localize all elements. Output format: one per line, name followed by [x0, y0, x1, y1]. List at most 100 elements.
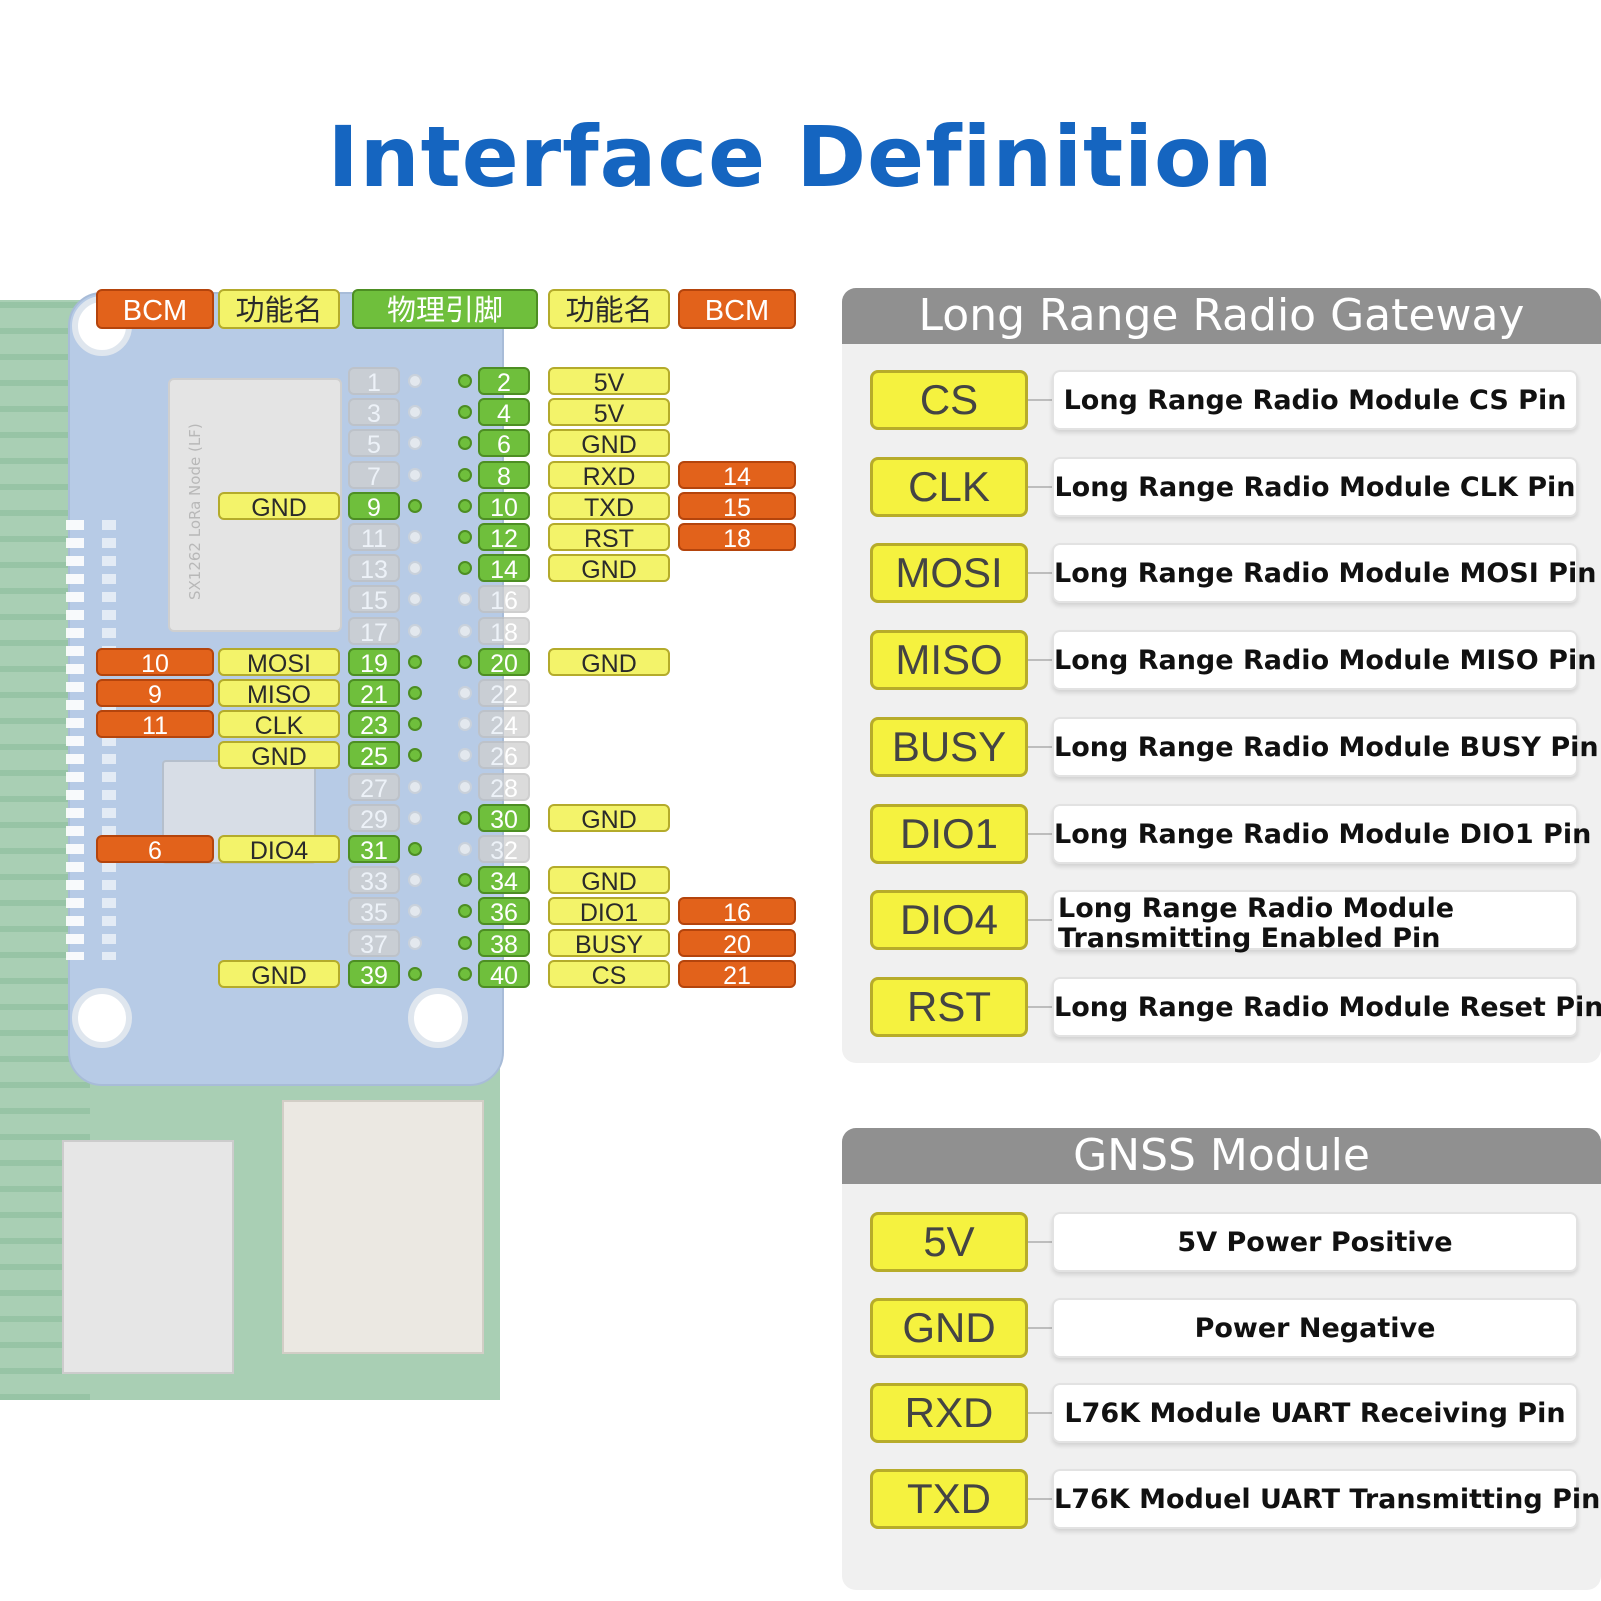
lora-row-description: Long Range Radio Module DIO1 Pin — [1052, 804, 1591, 864]
left-pin-number: 15 — [348, 585, 400, 613]
left-pin-number: 27 — [348, 773, 400, 801]
pin-pad — [408, 811, 422, 825]
left-pin-number: 17 — [348, 617, 400, 645]
right-pin-number: 34 — [478, 866, 530, 894]
right-pin-function: 5V — [548, 367, 670, 395]
left-pin-bcm: 11 — [96, 710, 214, 738]
lora-row-description: Long Range Radio Module BUSY Pin — [1052, 717, 1599, 777]
right-pin-function: RST — [548, 523, 670, 551]
right-pin-function: GND — [548, 804, 670, 832]
lora-row-connector — [1028, 1006, 1052, 1008]
pin-strip — [66, 520, 84, 960]
pin-pad — [458, 811, 472, 825]
pin-pad — [458, 405, 472, 419]
right-pin-number: 36 — [478, 897, 530, 925]
pin-pad — [458, 686, 472, 700]
gnss-row-connector — [1028, 1241, 1052, 1243]
gnss-row-code: TXD — [870, 1469, 1028, 1529]
left-pin-bcm: 6 — [96, 835, 214, 863]
left-pin-number: 19 — [348, 648, 400, 676]
pin-pad — [408, 936, 422, 950]
right-pin-number: 28 — [478, 773, 530, 801]
right-pin-function: GND — [548, 648, 670, 676]
lora-row-description: Long Range Radio Module MISO Pin — [1052, 630, 1596, 690]
left-pin-bcm: 9 — [96, 679, 214, 707]
right-pin-bcm: 15 — [678, 492, 796, 520]
pin-pad — [408, 468, 422, 482]
pin-pad — [458, 873, 472, 887]
pin-pad — [408, 686, 422, 700]
left-pin-function: GND — [218, 741, 340, 769]
lora-row-code: BUSY — [870, 717, 1028, 777]
right-pin-number: 22 — [478, 679, 530, 707]
pin-pad — [458, 468, 472, 482]
gnss-panel-title: GNSS Module — [842, 1128, 1601, 1184]
left-pin-number: 7 — [348, 461, 400, 489]
left-pin-function: CLK — [218, 710, 340, 738]
lora-row-code: MOSI — [870, 543, 1028, 603]
left-pin-number: 25 — [348, 741, 400, 769]
right-pin-bcm: 14 — [678, 461, 796, 489]
lora-row-connector — [1028, 746, 1052, 748]
pin-pad — [408, 405, 422, 419]
left-pin-number: 29 — [348, 804, 400, 832]
right-pin-bcm: 20 — [678, 929, 796, 957]
page-title: Interface Definition — [327, 108, 1274, 206]
right-pin-number: 10 — [478, 492, 530, 520]
right-pin-number: 2 — [478, 367, 530, 395]
gnss-row-code: 5V — [870, 1212, 1028, 1272]
left-pin-number: 35 — [348, 897, 400, 925]
pin-pad — [408, 436, 422, 450]
usb-port — [62, 1140, 234, 1374]
pin-pad — [408, 561, 422, 575]
header-cell: 功能名 — [548, 289, 670, 329]
left-pin-number: 31 — [348, 835, 400, 863]
left-pin-function: MISO — [218, 679, 340, 707]
right-pin-bcm: 18 — [678, 523, 796, 551]
lora-row-connector — [1028, 399, 1052, 401]
pin-pad — [408, 624, 422, 638]
pin-pad — [408, 780, 422, 794]
right-pin-function: DIO1 — [548, 897, 670, 925]
header-cell: BCM — [678, 289, 796, 329]
right-pin-number: 30 — [478, 804, 530, 832]
right-pin-bcm: 21 — [678, 960, 796, 988]
left-pin-number: 37 — [348, 929, 400, 957]
right-pin-function: GND — [548, 866, 670, 894]
lora-row-connector — [1028, 833, 1052, 835]
mount-hole — [72, 988, 132, 1048]
pin-pad — [458, 748, 472, 762]
pin-pad — [408, 530, 422, 544]
lora-row-code: DIO1 — [870, 804, 1028, 864]
lora-row-description: Long Range Radio Module CS Pin — [1052, 370, 1578, 430]
left-pin-number: 33 — [348, 866, 400, 894]
gnss-row-description: Power Negative — [1052, 1298, 1578, 1358]
right-pin-number: 8 — [478, 461, 530, 489]
gnss-row-code: GND — [870, 1298, 1028, 1358]
pin-pad — [408, 655, 422, 669]
lora-row-connector — [1028, 486, 1052, 488]
left-pin-function: GND — [218, 492, 340, 520]
left-pin-number: 9 — [348, 492, 400, 520]
right-pin-number: 6 — [478, 429, 530, 457]
pin-pad — [408, 748, 422, 762]
ethernet-port — [282, 1100, 484, 1354]
header-cell: 功能名 — [218, 289, 340, 329]
left-pin-function: DIO4 — [218, 835, 340, 863]
lora-panel-title: Long Range Radio Gateway — [842, 288, 1601, 344]
pin-pad — [458, 530, 472, 544]
right-pin-function: GND — [548, 554, 670, 582]
right-pin-number: 12 — [478, 523, 530, 551]
left-pin-number: 39 — [348, 960, 400, 988]
right-pin-number: 40 — [478, 960, 530, 988]
right-pin-number: 14 — [478, 554, 530, 582]
right-pin-number: 32 — [478, 835, 530, 863]
left-pin-number: 5 — [348, 429, 400, 457]
header-cell: BCM — [96, 289, 214, 329]
pin-pad — [458, 436, 472, 450]
right-pin-number: 4 — [478, 398, 530, 426]
left-pin-number: 3 — [348, 398, 400, 426]
lora-row-description: Long Range Radio Module MOSI Pin — [1052, 543, 1596, 603]
pin-pad — [458, 655, 472, 669]
gnss-row-connector — [1028, 1327, 1052, 1329]
